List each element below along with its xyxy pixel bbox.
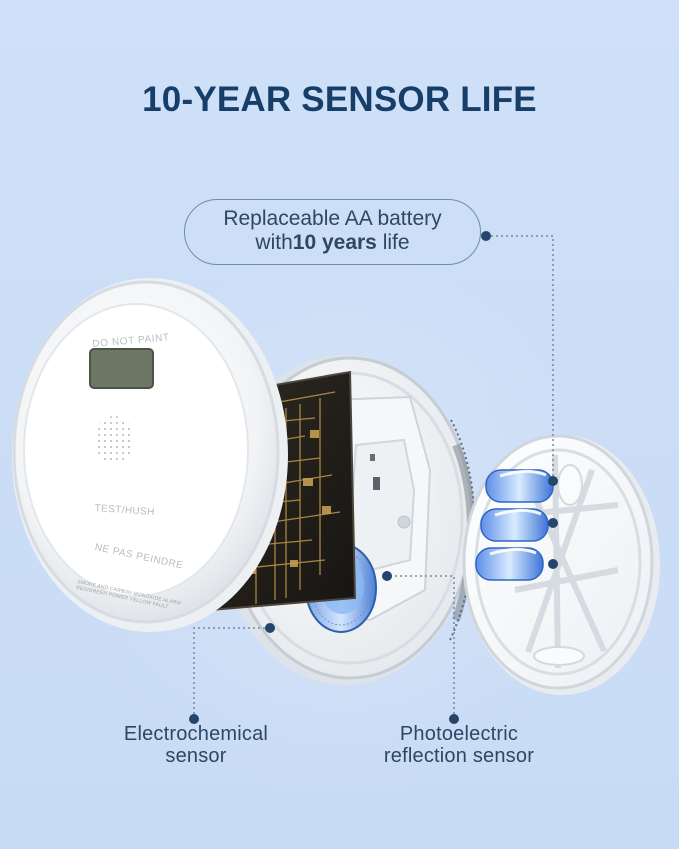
photoelectric-callout-dot (449, 714, 459, 724)
electrochemical-sensor-label: Electrochemical sensor (102, 723, 290, 767)
electrochemical-callout-dot (189, 714, 199, 724)
battery-target-3 (548, 559, 558, 569)
electrochemical-label-line-1: Electrochemical (123, 723, 269, 745)
chamber-slot-1 (373, 477, 380, 490)
battery-callout-leader (491, 235, 554, 481)
battery-callout-line-2: with10 years life (185, 231, 480, 255)
front-cover-face (23, 303, 249, 597)
electrochemical-callout-leader (193, 627, 270, 714)
mount-keyhole-bottom (533, 646, 585, 666)
battery-callout-line-1: Replaceable AA battery (223, 207, 442, 230)
chamber-slot-2 (370, 454, 375, 461)
lcd-display (89, 348, 154, 389)
battery-2 (480, 508, 549, 542)
battery-target-1 (548, 476, 558, 486)
speaker-grille (94, 416, 134, 464)
mount-keyhole-top (557, 464, 583, 506)
photoelectric-label-line-1: Photoelectric (399, 723, 519, 745)
battery-callout-line-2-prefix: with (255, 231, 293, 254)
housing-vent-lines (449, 419, 476, 641)
electrochemical-sensor-target (265, 623, 275, 633)
page-title: 10-YEAR SENSOR LIFE (142, 80, 537, 119)
battery-callout-line-2-suffix: life (376, 231, 410, 254)
electrochemical-label-line-2: sensor (165, 745, 227, 767)
battery-callout-dot (481, 231, 491, 241)
electrochemical-sensor-pattern (311, 550, 371, 626)
photoelectric-sensor-target (382, 571, 392, 581)
battery-callout: Replaceable AA battery with10 years life (184, 199, 481, 265)
photoelectric-sensor-label: Photoelectric reflection sensor (369, 723, 549, 767)
photoelectric-label-line-2: reflection sensor (383, 745, 535, 767)
photoelectric-callout-leader (387, 575, 455, 714)
chamber-screw-hole (397, 515, 411, 529)
battery-target-2 (548, 518, 558, 528)
battery-callout-line-2-strong: 10 years (292, 231, 377, 254)
battery-3 (475, 547, 544, 581)
battery-highlights (489, 469, 547, 556)
